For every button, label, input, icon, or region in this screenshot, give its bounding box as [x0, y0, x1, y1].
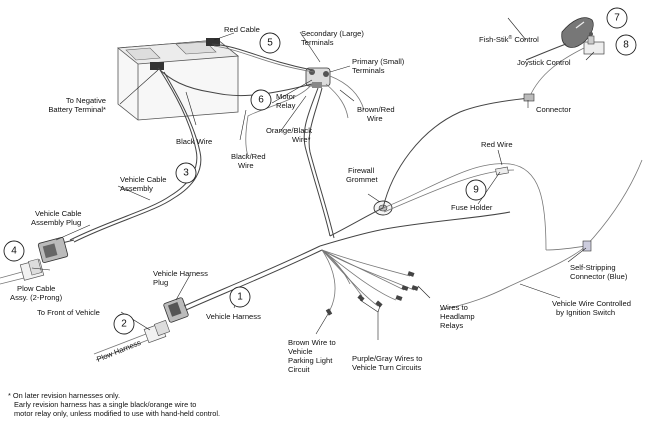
label-brown-wire-3: Parking Light [288, 356, 333, 365]
self-stripping-connector [582, 240, 592, 252]
callout-2: 2 [113, 313, 135, 335]
label-brown-wire-4: Circuit [288, 365, 310, 374]
label-cable-plug-1: Vehicle Cable [35, 209, 81, 218]
label-motor-relay-2: Relay [276, 101, 296, 110]
label-harness-plug-2: Plug [153, 278, 168, 287]
label-orange-black-1: Orange/Black [266, 126, 312, 135]
label-harness-plug-1: Vehicle Harness [153, 269, 208, 278]
label-purple-gray-1: Purple/Gray Wires to [352, 354, 422, 363]
label-vehicle-wire-2: by Ignition Switch [556, 308, 615, 317]
vehicle-harness-line [183, 245, 321, 307]
footnote-line-1: * On later revision harnesses only. [8, 391, 120, 400]
label-plow-cable-2: Assy. (2-Prong) [10, 293, 63, 302]
callout-3: 3 [175, 162, 197, 184]
label-motor-relay-1: Motor [276, 92, 296, 101]
label-headlamp-2: Headlamp [440, 312, 475, 321]
plow-cable-2prong [0, 258, 45, 285]
footnote: * On later revision harnesses only. Earl… [8, 391, 220, 418]
label-front-of-vehicle: To Front of Vehicle [37, 308, 100, 317]
callout-5-number: 5 [267, 38, 273, 49]
callout-2-number: 2 [121, 319, 127, 330]
motor-to-harness-line [303, 87, 331, 237]
label-firewall-2: Grommet [346, 175, 379, 184]
black-wire-line [157, 67, 313, 97]
label-self-strip-1: Self-Stripping [570, 263, 616, 272]
battery [116, 38, 240, 121]
callout-8: 8 [615, 34, 637, 56]
fish-stik-device [525, 17, 594, 61]
label-vehicle-wire-1: Vehicle Wire Controlled [552, 299, 631, 308]
label-red-wire: Red Wire [481, 140, 513, 149]
label-purple-gray-2: Vehicle Turn Circuits [352, 363, 421, 372]
label-black-wire: Black Wire [176, 137, 212, 146]
joystick-device [529, 32, 605, 97]
leader-lines [31, 17, 595, 340]
footnote-line-3: motor relay only, unless modified to use… [14, 409, 220, 418]
label-vehicle-cable-assy-1: Vehicle Cable [120, 175, 166, 184]
label-fish-stik-sup: ® [509, 34, 513, 41]
label-brown-wire-1: Brown Wire to [288, 338, 336, 347]
callout-4-number: 4 [11, 246, 17, 257]
label-joystick: Joystick Control [517, 58, 571, 67]
label-fish-stik-main: Fish-Stik [479, 35, 509, 44]
callout-6-number: 6 [258, 95, 264, 106]
connector-block [523, 93, 535, 102]
label-orange-black-2: Wire* [292, 135, 311, 144]
callout-9-number: 9 [473, 185, 479, 196]
plow-harness [93, 319, 171, 361]
red-wire-fuse-line [382, 163, 547, 251]
callout-6: 6 [250, 89, 272, 111]
callout-8-number: 8 [623, 40, 629, 51]
label-vehicle-harness: Vehicle Harness [206, 312, 261, 321]
vehicle-cable-plug [37, 237, 75, 263]
red-cable-line [211, 43, 313, 71]
label-brown-wire-2: Vehicle [288, 347, 313, 356]
label-red-cable: Red Cable [224, 25, 260, 34]
label-secondary-1: Secondary (Large) [301, 29, 364, 38]
label-firewall-1: Firewall [348, 166, 374, 175]
label-self-strip-2: Connector (Blue) [570, 272, 628, 281]
callout-3-number: 3 [183, 168, 189, 179]
harness-breakout [319, 211, 511, 316]
label-fuse-holder: Fuse Holder [451, 203, 493, 212]
label-plow-cable-1: Plow Cable [17, 284, 55, 293]
callout-1-number: 1 [237, 292, 243, 303]
label-secondary-2: Terminals [301, 38, 334, 47]
harness-to-control-line [329, 97, 531, 237]
callout-1: 1 [229, 286, 251, 308]
label-headlamp-1: Wires to [440, 303, 468, 312]
callout-7-number: 7 [614, 13, 620, 24]
label-black-red-1: Black/Red [231, 152, 266, 161]
label-vehicle-cable-assy-2: Assembly [120, 184, 153, 193]
vehicle-harness-plug [163, 245, 323, 323]
label-primary-2: Terminals [352, 66, 385, 75]
label-headlamp-3: Relays [440, 321, 463, 330]
label-primary-1: Primary (Small) [352, 57, 405, 66]
label-brown-red-2: Wire [367, 114, 383, 123]
callout-5: 5 [259, 32, 281, 54]
label-fish-stik: Fish-Stik® Control [479, 34, 539, 44]
label-black-red-2: Wire [238, 161, 254, 170]
callout-9: 9 [465, 179, 487, 201]
label-cable-plug-2: Assembly Plug [31, 218, 81, 227]
vehicle-wire-line [439, 159, 643, 311]
callout-4: 4 [3, 240, 25, 262]
label-brown-red-1: Brown/Red [357, 105, 395, 114]
label-fish-stik-end: Control [512, 35, 539, 44]
label-neg-terminal-2: Battery Terminal* [48, 105, 106, 114]
callout-7: 7 [606, 7, 628, 29]
motor-relay [305, 67, 331, 88]
label-neg-terminal-1: To Negative [66, 96, 106, 105]
label-connector: Connector [536, 105, 572, 114]
footnote-line-2: Early revision harness has a single blac… [14, 400, 196, 409]
